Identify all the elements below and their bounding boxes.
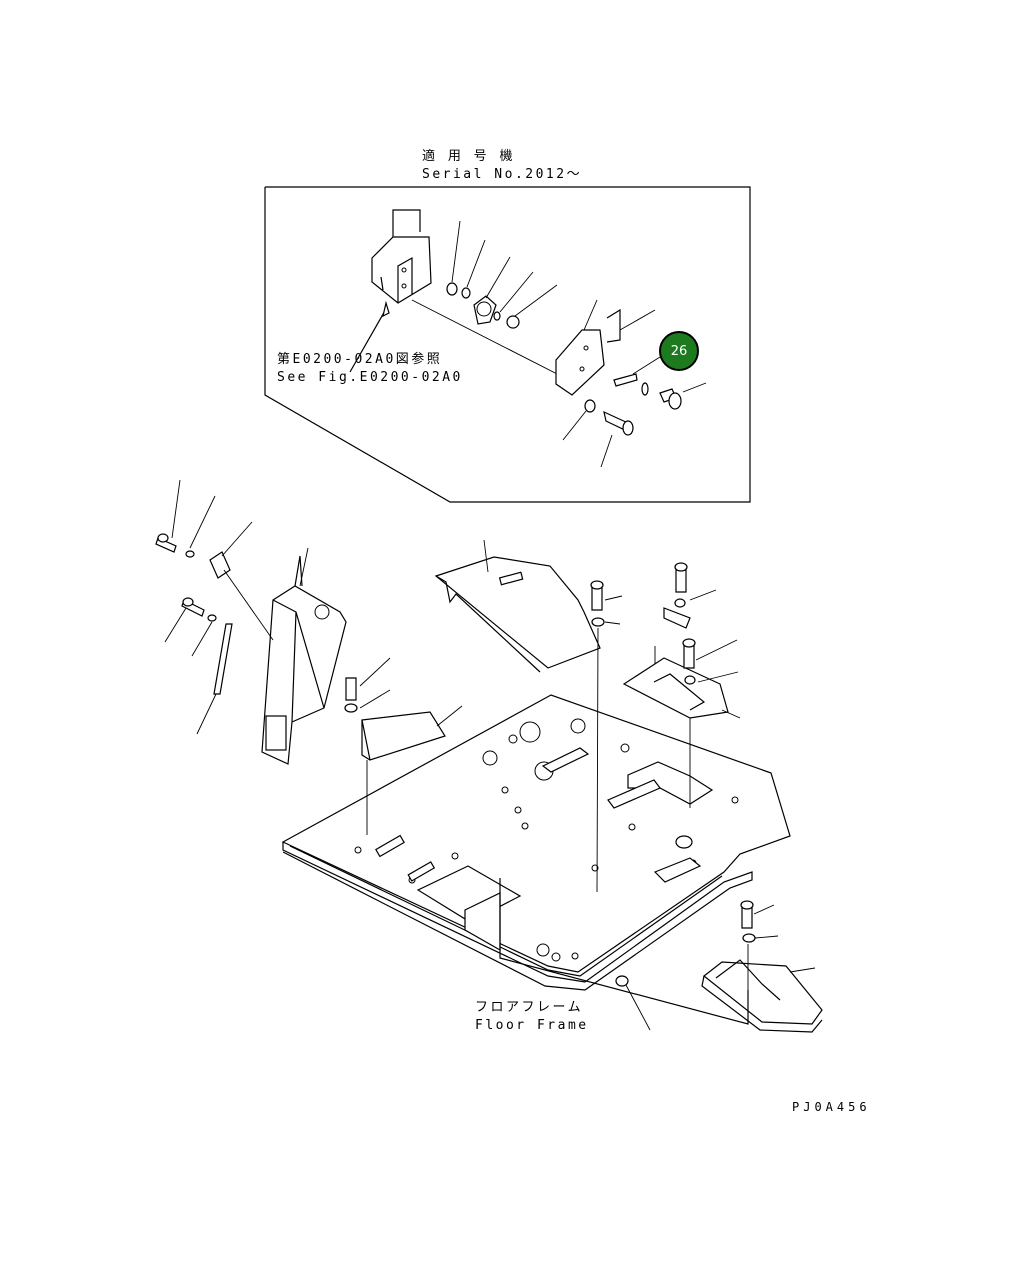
reference-figure-jp: 第E0200-02A0図参照 [277, 352, 443, 367]
floor-cover-upper [434, 539, 623, 893]
applicable-serial-number: Serial No.2012～ [422, 167, 583, 182]
figure-code: PJ0A456 [792, 1100, 871, 1114]
detail-inset-frame [264, 186, 751, 503]
step-cover [499, 878, 823, 1033]
floor-frame-label-en: Floor Frame [475, 1018, 589, 1033]
applicable-serial-heading-jp: 適 用 号 機 [422, 149, 515, 164]
floor-cover-small [344, 657, 463, 835]
floor-frame-label-jp: フロアフレーム [475, 1000, 584, 1015]
console-tower [155, 479, 347, 765]
reference-figure-en: See Fig.E0200-02A0 [277, 370, 463, 385]
inset-bracket-assembly [349, 209, 707, 468]
part-callout-26[interactable]: 26 [659, 331, 699, 371]
floor-cover-right [622, 562, 741, 808]
